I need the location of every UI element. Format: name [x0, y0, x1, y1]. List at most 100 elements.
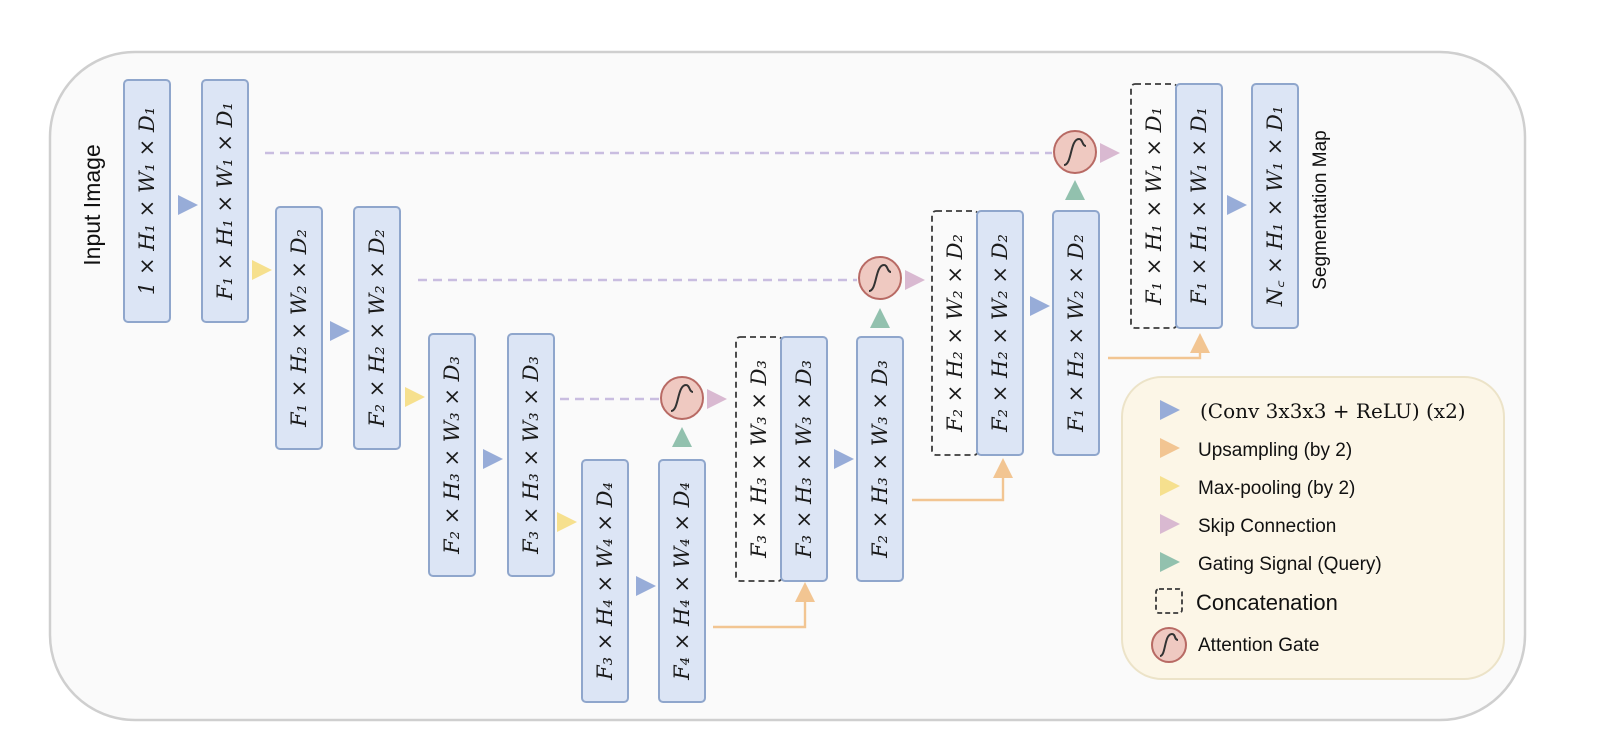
upsample-arrow: [993, 458, 1013, 478]
block-dimension-label: F₂ × H₂ × W₂ × D₂: [988, 234, 1012, 433]
attention-gate-icon: [858, 256, 902, 300]
block-dimension-label: F₂ × H₂ × W₂ × D₂: [943, 234, 967, 433]
input-image-label: Input Image: [79, 144, 105, 265]
attention-gate-legend-icon: [1151, 627, 1187, 663]
feature-block: F₂ × H₃ × W₃ × D₃: [856, 336, 904, 582]
block-dims: × H₂ × W₂ × D₂: [287, 229, 311, 397]
legend-maxpool-label: Max-pooling (by 2): [1198, 478, 1355, 499]
block-dims: × H₁ × W₁ × D₁: [135, 107, 159, 275]
feature-block: F₂ × H₂ × W₂ × D₂: [976, 210, 1024, 456]
upsample-line-2: [912, 474, 1005, 502]
legend-upsampling-label: Upsampling (by 2): [1198, 440, 1352, 461]
legend-concat-label: Concatenation: [1196, 590, 1338, 615]
block-channels: F₁: [213, 270, 237, 301]
feature-block-rect: [581, 459, 629, 703]
block-channels: F₁: [287, 397, 311, 428]
block-channels: F₁: [1064, 402, 1088, 433]
block-channels: F₁: [1142, 275, 1166, 306]
gating-arrow: [672, 427, 692, 447]
upsample-arrow: [1190, 333, 1210, 353]
block-dims: × H₃ × W₃ × D₃: [792, 360, 816, 528]
gating-arrow-icon: [1160, 552, 1180, 572]
gating-arrow: [1065, 180, 1085, 200]
feature-block: F₂ × H₂ × W₂ × D₂: [353, 206, 401, 450]
block-channels: F₂: [943, 402, 967, 433]
block-dims: × H₃ × W₃ × D₃: [868, 360, 892, 528]
concat-block: F₃ × H₃ × W₃ × D₃: [735, 336, 783, 582]
skip-arrow-icon: [1160, 514, 1180, 534]
block-dimension-label: F₄ × H₄ × W₄ × D₄: [670, 482, 694, 681]
feature-block: F₃ × H₃ × W₃ × D₃: [780, 336, 828, 582]
block-channels: F₃: [593, 650, 617, 681]
block-channels: F₂: [868, 528, 892, 559]
block-dimension-label: 1 × H₁ × W₁ × D₁: [135, 107, 159, 295]
feature-block-rect: [428, 333, 476, 577]
block-dims: × H₁ × W₁ × D₁: [1187, 107, 1211, 275]
block-channels: F₂: [440, 524, 464, 555]
feature-block-rect: [658, 459, 706, 703]
block-dims: × H₂ × W₂ × D₂: [943, 234, 967, 402]
feature-block: F₁ × H₁ × W₁ × D₁: [1175, 83, 1223, 329]
feature-block: F₂ × H₃ × W₃ × D₃: [428, 333, 476, 577]
block-dimension-label: F₁ × H₂ × W₂ × D₂: [287, 229, 311, 428]
block-channels: F₂: [365, 397, 389, 428]
block-dimension-label: F₃ × H₃ × W₃ × D₃: [519, 356, 543, 555]
feature-block-rect: [1052, 210, 1100, 456]
block-dimension-label: F₃ × H₃ × W₃ × D₃: [747, 360, 771, 559]
feature-block-rect: [1251, 83, 1299, 329]
block-channels: N꜀: [1263, 274, 1287, 307]
legend-skip-label: Skip Connection: [1198, 516, 1336, 537]
concat-legend-icon: [1155, 588, 1183, 614]
block-dimension-label: F₁ × H₂ × W₂ × D₂: [1064, 234, 1088, 433]
feature-block-rect: [976, 210, 1024, 456]
block-dims: × H₄ × W₄ × D₄: [593, 482, 617, 650]
block-dims: × H₁ × W₁ × D₁: [1263, 106, 1287, 274]
block-dimension-label: F₁ × H₁ × W₁ × D₁: [213, 102, 237, 301]
block-channels: F₁: [1187, 275, 1211, 306]
feature-block: F₃ × H₄ × W₄ × D₄: [581, 459, 629, 703]
block-dimension-label: F₁ × H₁ × W₁ × D₁: [1142, 107, 1166, 306]
upsampling-arrow-icon: [1160, 438, 1180, 458]
maxpool-arrow: [252, 260, 272, 280]
upsample-line-1: [713, 598, 807, 629]
block-channels: F₃: [792, 528, 816, 559]
conv-arrow: [330, 321, 350, 341]
block-dims: × H₃ × W₃ × D₃: [519, 356, 543, 524]
conv-arrow: [1030, 296, 1050, 316]
block-dimension-label: F₃ × H₄ × W₄ × D₄: [593, 482, 617, 681]
block-dimension-label: N꜀ × H₁ × W₁ × D₁: [1263, 106, 1287, 307]
conv-arrow: [178, 195, 198, 215]
legend-conv-label: (Conv 3x3x3 + ReLU) (x2): [1200, 399, 1466, 423]
feature-block: F₃ × H₃ × W₃ × D₃: [507, 333, 555, 577]
block-channels: 1: [135, 275, 159, 295]
feature-block: F₁ × H₂ × W₂ × D₂: [1052, 210, 1100, 456]
block-dimension-label: F₁ × H₁ × W₁ × D₁: [1187, 107, 1211, 306]
block-channels: F₂: [988, 402, 1012, 433]
maxpool-arrow-icon: [1160, 476, 1180, 496]
feature-block-rect: [275, 206, 323, 450]
legend-box: [1121, 376, 1505, 680]
feature-block: 1 × H₁ × W₁ × D₁: [123, 79, 171, 323]
feature-block-rect: [123, 79, 171, 323]
feature-block: N꜀ × H₁ × W₁ × D₁: [1251, 83, 1299, 329]
feature-block-rect: [780, 336, 828, 582]
feature-block: F₁ × H₁ × W₁ × D₁: [201, 79, 249, 323]
block-dims: × H₃ × W₃ × D₃: [440, 356, 464, 524]
feature-block-rect: [1175, 83, 1223, 329]
attention-gate-icon: [1053, 130, 1097, 174]
block-dims: × H₁ × W₁ × D₁: [213, 102, 237, 270]
block-channels: F₃: [747, 528, 771, 559]
block-dimension-label: F₃ × H₃ × W₃ × D₃: [792, 360, 816, 559]
segmentation-map-label: Segmentation Map: [1310, 130, 1331, 290]
block-channels: F₄: [670, 650, 694, 681]
block-dims: × H₂ × W₂ × D₂: [365, 229, 389, 397]
conv-arrow: [834, 449, 854, 469]
block-dimension-label: F₂ × H₃ × W₃ × D₃: [868, 360, 892, 559]
feature-block-rect: [856, 336, 904, 582]
block-dims: × H₂ × W₂ × D₂: [988, 234, 1012, 402]
skip-arrow: [1100, 143, 1120, 163]
conv-arrow: [636, 576, 656, 596]
feature-block: F₁ × H₂ × W₂ × D₂: [275, 206, 323, 450]
block-dims: × H₄ × W₄ × D₄: [670, 482, 694, 650]
